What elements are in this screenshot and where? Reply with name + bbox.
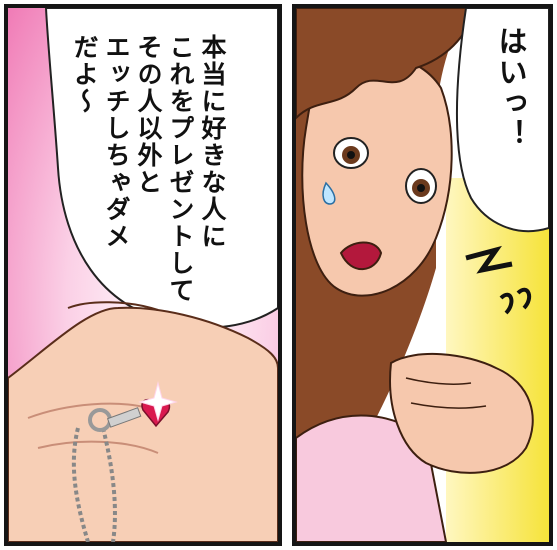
speech-balloon-right: [455, 8, 549, 233]
panel-left-art: [8, 8, 278, 542]
speech-text-right: はいっ！: [492, 26, 529, 150]
necklace-chain-1: [71, 427, 90, 542]
left-pupil: [347, 151, 355, 159]
panel-left: 本当に好きな人に これをプレゼントして その人以外と エッチしちゃダメ だよ～: [4, 4, 282, 546]
palm-line-1: [27, 402, 149, 419]
raised-fist: [389, 353, 534, 474]
sfx-bo: [499, 287, 532, 315]
sparkle-icon: [138, 381, 178, 422]
sfx-zu: [465, 245, 513, 274]
open-palm: [8, 306, 278, 542]
speech-text-left: 本当に好きな人に これをプレゼントして その人以外と エッチしちゃダメ だよ～: [68, 34, 228, 304]
speech-line-1: 本当に好きな人に: [198, 34, 227, 250]
right-pupil: [417, 184, 425, 192]
palm-line-2: [37, 440, 159, 454]
bangs: [296, 8, 478, 120]
fist-line-2: [410, 402, 487, 409]
speech-line-5: だよ～: [70, 34, 99, 115]
panel-right: はいっ！: [292, 4, 553, 546]
speech-line-3: その人以外と: [134, 34, 163, 196]
speech-balloon-left: [44, 8, 278, 346]
fist-line-1: [405, 377, 472, 385]
speech-line-2: これをプレゼントして: [166, 34, 195, 304]
speech-line-hai: はいっ！: [494, 26, 528, 150]
speech-line-4: エッチしちゃダメ: [102, 34, 131, 250]
finger-crease: [67, 301, 159, 311]
mouth: [339, 241, 383, 271]
key-shaft: [106, 407, 142, 428]
sweat-drop-icon: [322, 181, 336, 205]
panel-right-art: [296, 8, 549, 542]
